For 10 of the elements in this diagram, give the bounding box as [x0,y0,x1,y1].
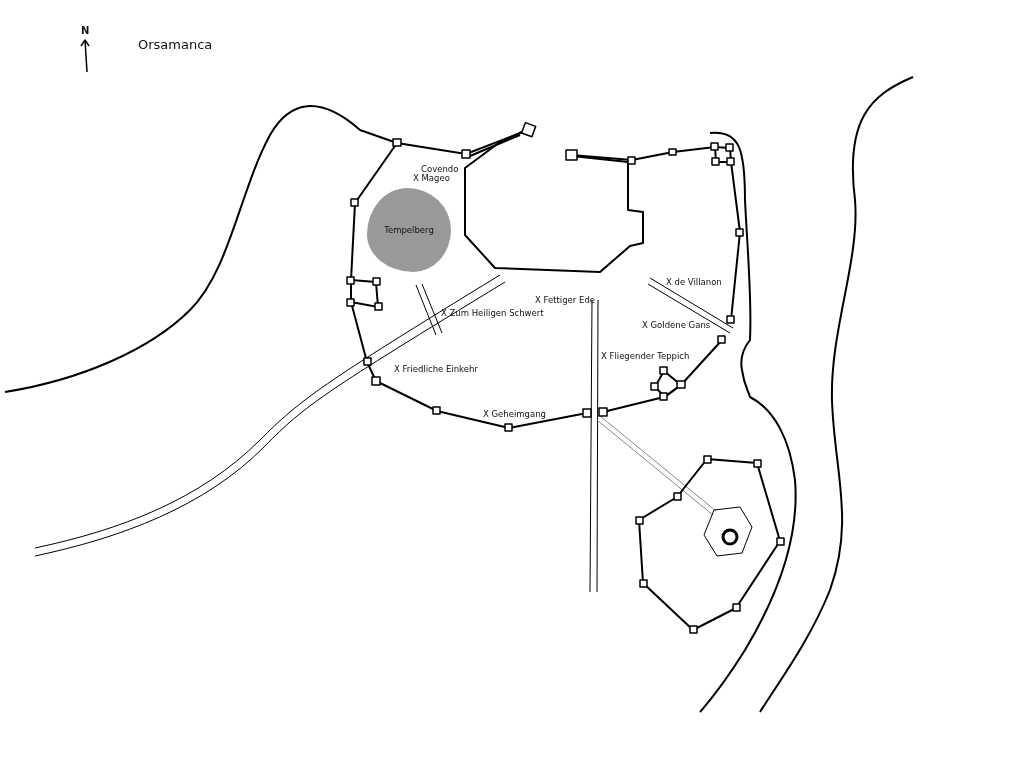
place-label: X Fliegender Teppich [601,351,690,361]
place-label: X de Villanon [666,277,722,287]
place-label: X Goldene Gans [642,320,711,330]
place-label: Tempelberg [384,225,434,235]
compass-letter: N [81,25,90,36]
place-label: Covendo [421,164,459,174]
place-label: X Geheimgang [483,409,546,419]
place-label: X Friedliche Einkehr [394,364,478,374]
map-title: Orsamanca [138,37,213,52]
place-label: X Fettiger Ede [535,295,596,305]
